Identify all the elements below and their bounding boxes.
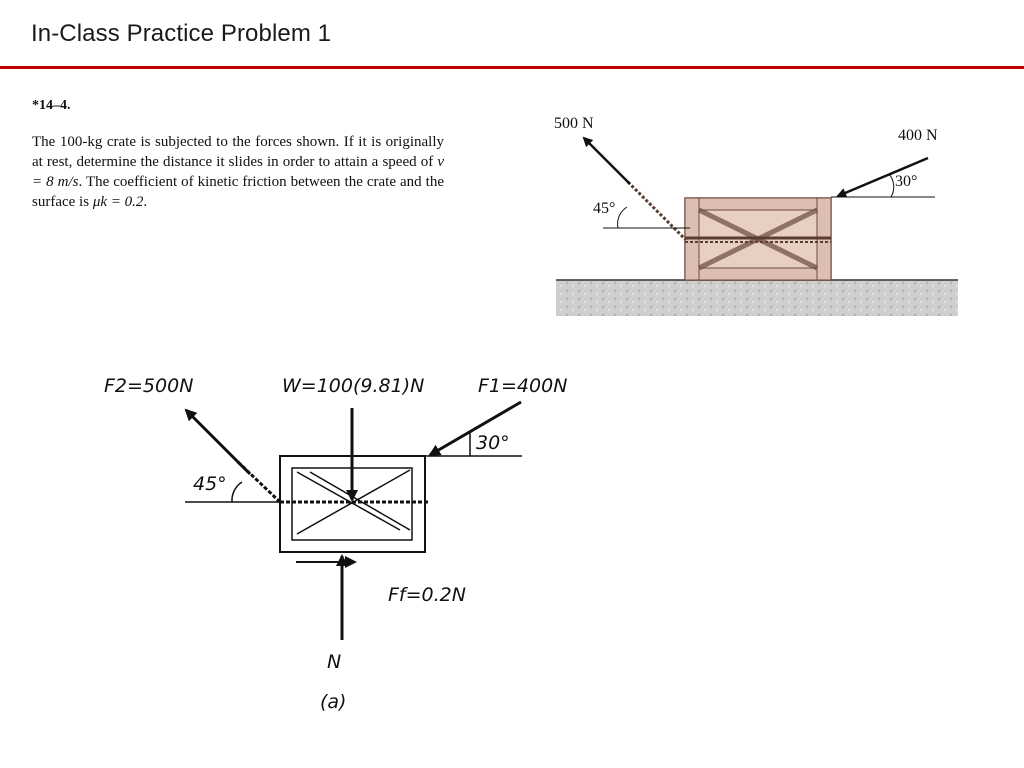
fbd-part-label: (a) [320,691,346,713]
velocity-expression: v = 8 m/s [32,154,444,190]
fbd-f1-arrow [428,400,522,457]
fbd-f1-label: F1=400N [478,375,567,397]
title-divider [0,66,1024,69]
problem-text-part1: The 100-kg crate is subjected to the for… [32,134,444,170]
problem-text-part3: . [143,194,148,210]
fbd-angle-45-label: 45° [193,473,227,495]
fbd-f2-label: F2=500N [104,375,193,397]
fbd-angle-30-label: 30° [476,432,510,454]
fbd-crate [279,455,428,553]
fbd-angle-arc-45 [231,481,243,503]
fbd-f2-arrow [184,408,252,476]
rope [626,180,688,242]
force-500n-label: 500 N [554,115,594,132]
ground [556,280,958,316]
fbd-friction-label: Ff=0.2N [388,584,466,606]
angle-arc-30 [888,173,895,198]
angle-30-label: 30° [895,173,917,190]
force-400n-label: 400 N [898,127,938,144]
friction-coefficient-expression: μk = 0.2 [92,194,144,210]
problem-statement: The 100-kg crate is subjected to the for… [32,132,444,212]
slide-title: In-Class Practice Problem 1 [31,20,332,47]
angle-45-label: 45° [593,200,615,217]
force-500n-arrow [582,136,631,185]
fbd-weight-label: W=100(9.81)N [282,375,424,397]
problem-number: *14–4. [32,98,71,113]
problem-text-part2: . The coefficient of kinetic friction be… [32,174,444,210]
angle-arc-45 [617,206,628,229]
fbd-normal-label: N [327,651,341,673]
force-400n-arrow [836,156,929,198]
